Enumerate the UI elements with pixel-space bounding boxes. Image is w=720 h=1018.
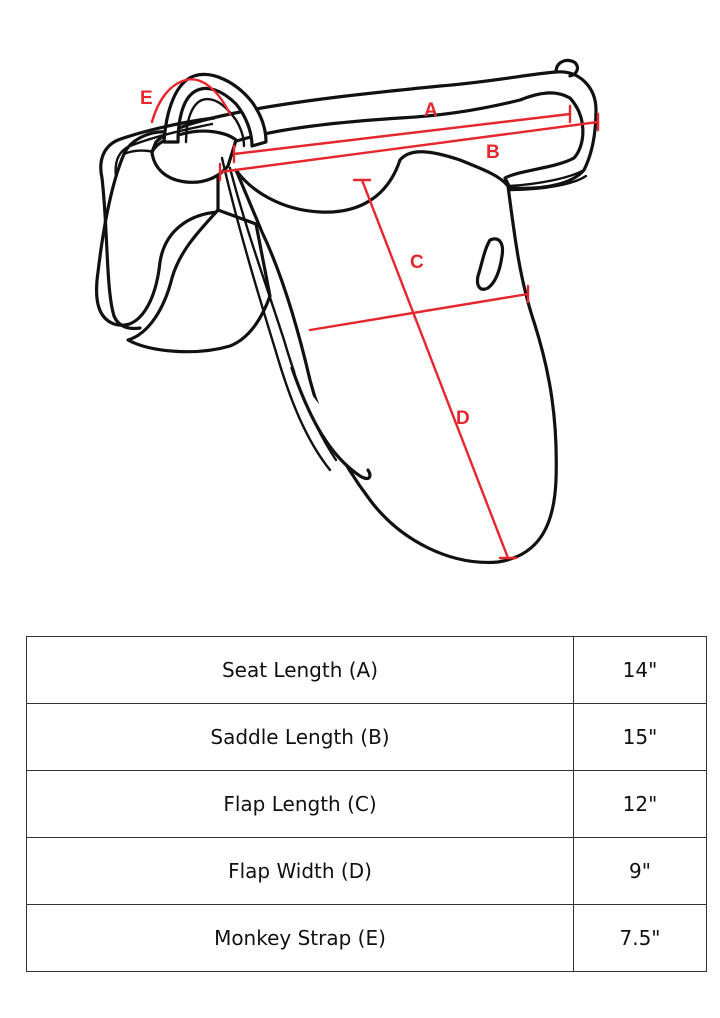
- measurement-name: Monkey Strap (E): [26, 904, 574, 972]
- measurement-value: 9": [573, 837, 707, 905]
- back-panel: [126, 208, 272, 354]
- measure-label-b: B: [486, 142, 500, 163]
- table-row: Saddle Length (B) 15": [26, 703, 707, 771]
- measure-line-d: [360, 178, 510, 560]
- measure-line-c: [308, 292, 530, 332]
- measurement-name: Flap Width (D): [26, 837, 574, 905]
- seat-inner-rim: [508, 168, 588, 192]
- measure-line-e: [150, 78, 232, 124]
- measurement-value: 15": [573, 703, 707, 771]
- measure-label-d: D: [456, 408, 470, 429]
- size-table: Seat Length (A) 14" Saddle Length (B) 15…: [26, 636, 707, 972]
- measure-line-a: [232, 112, 572, 156]
- flap-bottom-panel: [290, 366, 372, 481]
- table-row: Flap Width (D) 9": [26, 837, 707, 905]
- measurement-name: Saddle Length (B): [26, 703, 574, 771]
- measure-line-b: [218, 120, 600, 174]
- saddle-diagram: E A B C D: [94, 58, 600, 564]
- table-row: Monkey Strap (E) 7.5": [26, 904, 707, 972]
- front-flap: [234, 150, 558, 564]
- measurement-name: Seat Length (A): [26, 636, 574, 704]
- seat-body: [150, 70, 598, 190]
- measurement-value: 14": [573, 636, 707, 704]
- measure-label-c: C: [410, 252, 424, 273]
- measurement-value: 12": [573, 770, 707, 838]
- table-row: Seat Length (A) 14": [26, 636, 707, 704]
- monkey-strap-outer: [162, 72, 268, 148]
- measurement-value: 7.5": [573, 904, 707, 972]
- monkey-strap-inner: [184, 97, 246, 148]
- measurement-name: Flap Length (C): [26, 770, 574, 838]
- pommel-ring: [554, 58, 580, 78]
- stirrup-leather: [99, 116, 216, 331]
- table-row: Flap Length (C) 12": [26, 770, 707, 838]
- measure-label-a: A: [424, 100, 438, 121]
- flap-edge-line-2: [220, 156, 332, 472]
- measure-label-e: E: [140, 88, 153, 109]
- stirrup-leather-2: [114, 122, 214, 178]
- knee-slot: [475, 237, 505, 291]
